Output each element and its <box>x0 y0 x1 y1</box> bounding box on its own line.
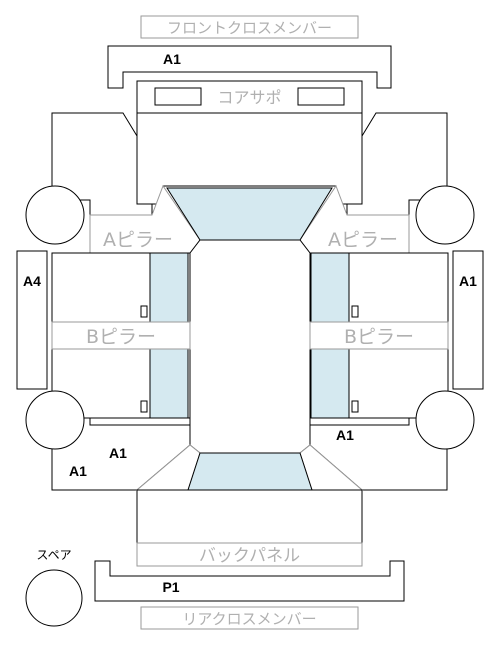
rear-cross-member-box[interactable] <box>140 606 359 630</box>
front-cross-member-box[interactable] <box>140 15 359 39</box>
right-rocker-code: A1 <box>459 273 477 289</box>
a-pillar-right-label: Aピラー <box>328 229 398 251</box>
rear-cross-member-part[interactable] <box>94 560 405 602</box>
core-support-left-slot <box>154 87 202 106</box>
core-support-label: コアサポ <box>217 88 281 107</box>
spare-tire[interactable] <box>25 569 83 627</box>
rear-right-wheel[interactable] <box>415 390 475 450</box>
rear-cross-member-label: リアクロスメンバー <box>182 610 316 628</box>
roof-part[interactable] <box>189 239 311 454</box>
spare-label: スペア <box>36 548 71 562</box>
left-quarter-upper-code: A1 <box>109 445 127 461</box>
left-rocker-part[interactable] <box>16 250 48 390</box>
rear-cross-member-code: P1 <box>162 579 179 595</box>
left-front-door-handle <box>140 305 148 318</box>
rear-left-wheel[interactable] <box>25 390 85 450</box>
front-left-wheel[interactable] <box>25 185 85 245</box>
right-rear-door-handle <box>351 400 359 413</box>
b-pillar-left-label: Bピラー <box>86 326 156 348</box>
a-pillar-left-label: Aピラー <box>103 229 173 251</box>
b-pillar-right-label: Bピラー <box>344 326 414 348</box>
left-quarter-panel[interactable] <box>51 417 191 491</box>
right-rocker-part[interactable] <box>452 250 484 390</box>
back-panel-label: バックパネル <box>199 546 300 566</box>
b-pillar-right[interactable] <box>309 321 449 350</box>
left-rocker-code: A4 <box>23 273 41 289</box>
rear-window[interactable] <box>187 452 313 491</box>
front-cross-member-label: フロントクロスメンバー <box>167 19 332 37</box>
front-cross-member-part[interactable] <box>107 45 392 89</box>
left-rear-door-handle <box>140 400 148 413</box>
b-pillar-left[interactable] <box>51 321 191 350</box>
right-quarter-code: A1 <box>336 427 354 443</box>
core-support-right-slot <box>297 87 345 106</box>
front-right-wheel[interactable] <box>415 185 475 245</box>
right-front-door-handle <box>351 305 359 318</box>
front-cross-member-code: A1 <box>163 51 181 67</box>
back-panel-box[interactable] <box>136 542 363 567</box>
left-quarter-lower-code: A1 <box>69 463 87 479</box>
trunk-lid-part[interactable] <box>136 489 363 544</box>
